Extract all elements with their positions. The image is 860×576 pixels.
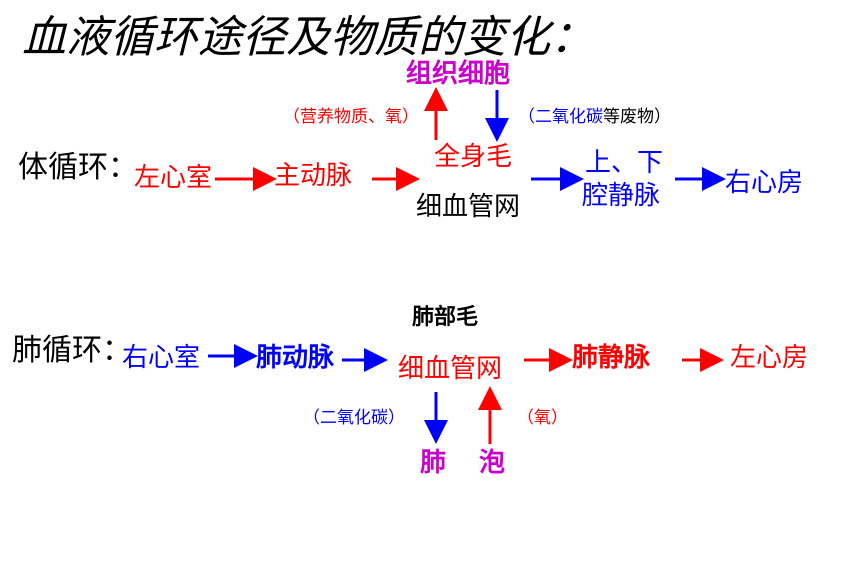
page-title: 血液循环途径及物质的变化： xyxy=(22,12,594,63)
tissue-cells: 组织细胞 xyxy=(406,59,511,89)
vena-cava-line1: 上、下 xyxy=(585,148,664,178)
systemic-capillary-line1: 全身毛 xyxy=(434,142,513,172)
pulmonary-label: 肺循环： xyxy=(12,333,132,368)
aorta: 主动脉 xyxy=(274,161,353,191)
right-ventricle: 右心室 xyxy=(122,343,201,373)
pulmonary-note-co2: （二氧化碳） xyxy=(303,408,405,428)
pulmonary-vein: 肺静脉 xyxy=(572,343,651,373)
vena-cava-line2: 腔静脉 xyxy=(582,181,661,211)
systemic-note-co2: （二氧化碳 xyxy=(518,107,603,127)
right-atrium: 右心房 xyxy=(725,168,804,198)
systemic-note-nutrients-oxygen: （营养物质、氧） xyxy=(283,107,419,127)
alveoli-char2: 泡 xyxy=(479,448,506,478)
systemic-label: 体循环： xyxy=(18,150,138,185)
systemic-capillary-line2: 细血管网 xyxy=(416,192,521,222)
pulmonary-artery: 肺动脉 xyxy=(256,343,335,373)
pulmonary-capillary-line1: 肺部毛 xyxy=(412,305,479,330)
pulmonary-capillary-line2: 细血管网 xyxy=(398,354,503,384)
systemic-note-waste: （二氧化碳等废物） xyxy=(518,109,671,126)
left-ventricle: 左心室 xyxy=(134,163,213,193)
left-atrium: 左心房 xyxy=(730,343,809,373)
pulmonary-note-oxygen: （氧） xyxy=(517,408,568,428)
systemic-note-other-waste: 等废物） xyxy=(603,107,671,127)
alveoli-char1: 肺 xyxy=(420,448,447,478)
